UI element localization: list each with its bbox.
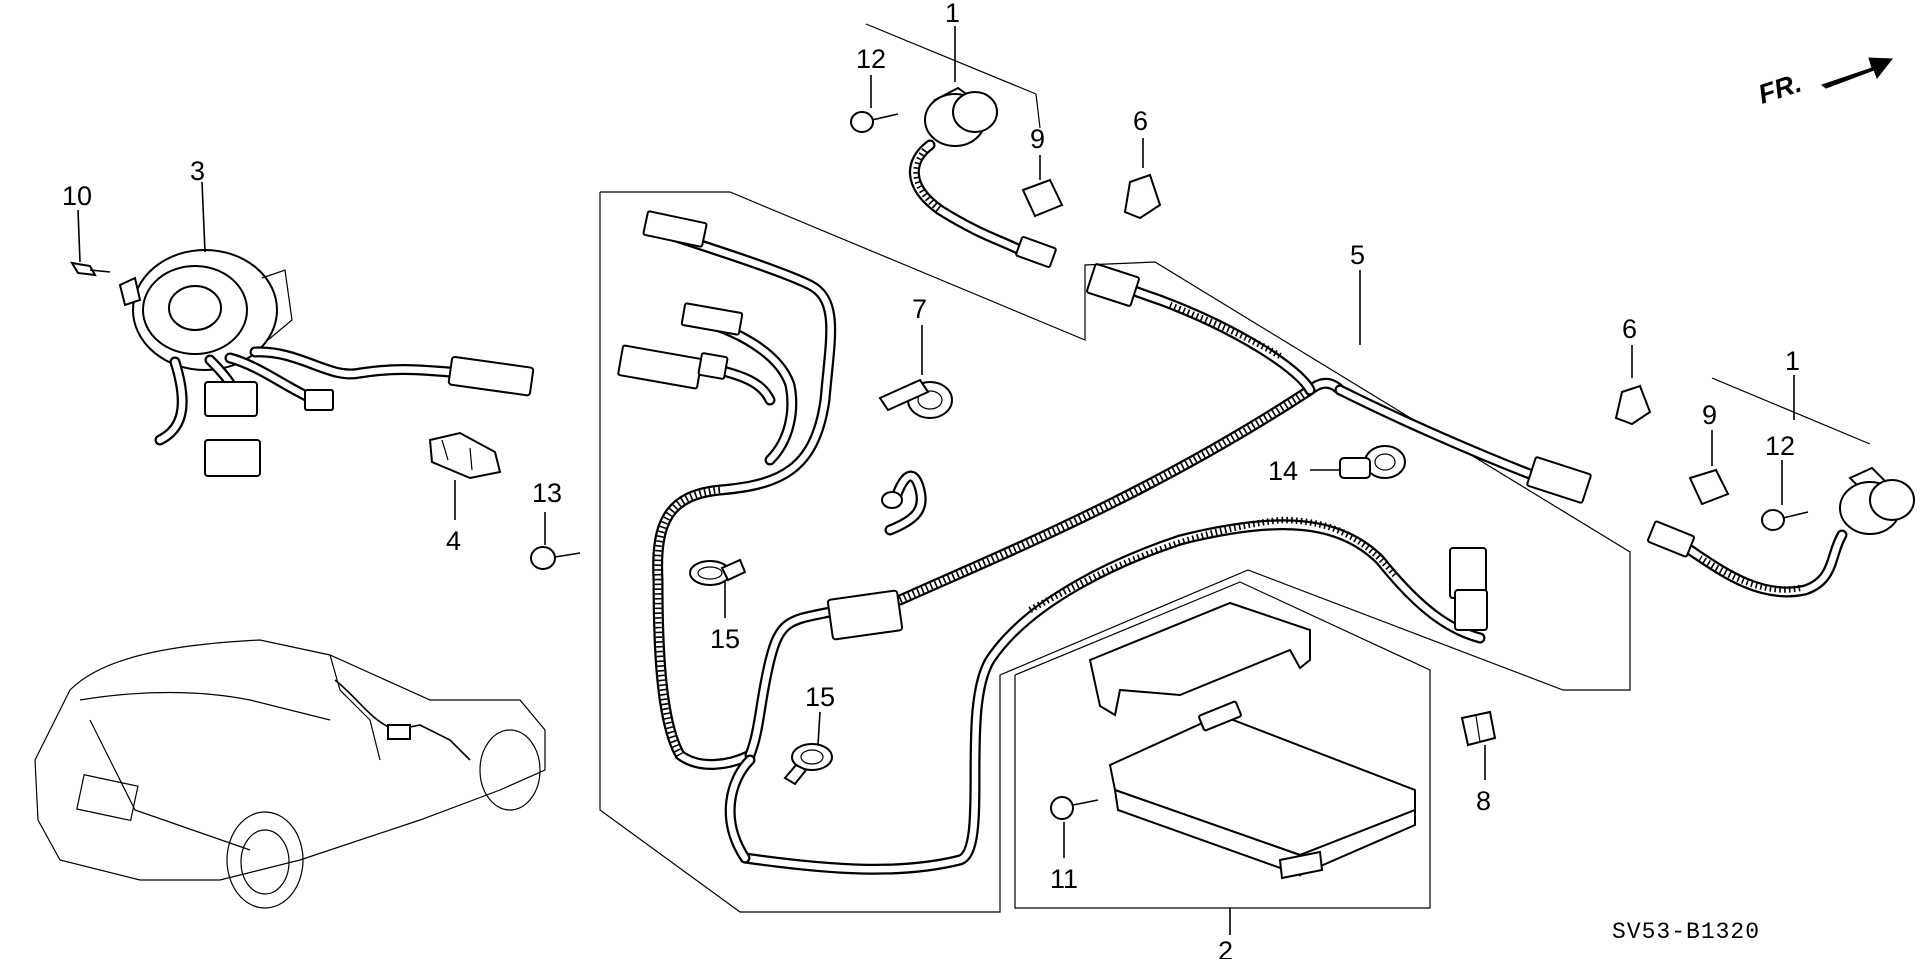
callout-1a: 1 xyxy=(945,0,960,28)
front-direction-arrow-icon: FR. xyxy=(1755,57,1893,110)
callout-6a: 6 xyxy=(1133,106,1148,136)
callout-9b: 9 xyxy=(1702,400,1717,430)
callout-12b: 12 xyxy=(1765,431,1795,461)
harness-clip-icon xyxy=(1614,384,1652,426)
bolt-icon xyxy=(850,111,899,133)
callout-10: 10 xyxy=(62,181,92,211)
side-impact-sensor-icon xyxy=(908,86,1057,268)
callout-13: 13 xyxy=(532,478,562,508)
direction-label: FR. xyxy=(1755,68,1806,110)
harness-clip-icon xyxy=(428,431,502,480)
clock-spring-icon xyxy=(118,249,535,477)
callout-14: 14 xyxy=(1268,456,1298,486)
band-clip-icon xyxy=(689,558,747,586)
callout-11: 11 xyxy=(1050,864,1078,894)
harness-clip-icon xyxy=(1123,173,1162,220)
srs-unit-icon xyxy=(1014,581,1431,909)
callout-12a: 12 xyxy=(856,44,886,74)
harness-clip-icon xyxy=(1688,468,1730,506)
callout-5: 5 xyxy=(1350,240,1365,270)
band-clip-icon xyxy=(1339,445,1406,479)
vehicle-location-icon xyxy=(34,639,546,909)
callout-9a: 9 xyxy=(1030,124,1045,154)
srs-harness-icon xyxy=(617,210,1592,875)
screw-icon xyxy=(70,261,111,277)
callout-6b: 6 xyxy=(1622,314,1637,344)
band-clip-icon xyxy=(878,378,953,419)
bolt-icon xyxy=(530,546,581,570)
callout-1b: 1 xyxy=(1785,346,1800,376)
callout-7: 7 xyxy=(912,294,927,324)
harness-clip-icon xyxy=(1021,178,1064,218)
bolt-icon xyxy=(1050,796,1099,820)
diagram-code: SV53-B1320 xyxy=(1612,919,1760,945)
callout-2: 2 xyxy=(1218,936,1233,959)
band-clip-icon xyxy=(783,743,833,786)
callout-3: 3 xyxy=(190,156,205,186)
callout-4: 4 xyxy=(446,526,461,556)
callout-15b: 15 xyxy=(805,682,835,712)
side-impact-sensor-icon xyxy=(1647,466,1915,598)
harness-outline xyxy=(599,191,1631,913)
bolt-icon xyxy=(1761,509,1809,531)
harness-clip-icon xyxy=(1460,710,1497,747)
callout-8: 8 xyxy=(1476,786,1491,816)
callout-15a: 15 xyxy=(710,624,740,654)
